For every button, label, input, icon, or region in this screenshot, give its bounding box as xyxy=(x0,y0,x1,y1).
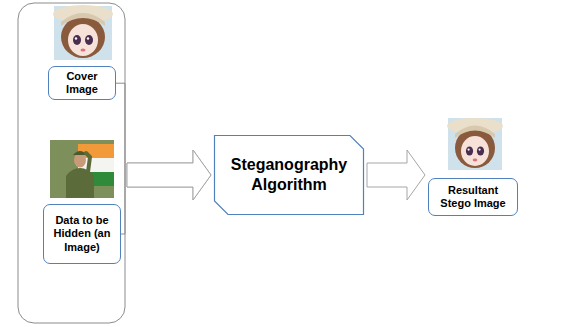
label-box: Data to be Hidden (an Image) xyxy=(43,204,121,264)
node-label: Cover Image xyxy=(53,70,111,96)
flow-arrow xyxy=(116,83,211,200)
block-arrow xyxy=(127,150,211,200)
snipped-box-outline xyxy=(214,135,364,215)
label-box: Cover Image xyxy=(48,66,116,100)
node-label: Steganography Algorithm xyxy=(222,155,356,195)
block-arrow xyxy=(127,150,211,200)
connector-stub xyxy=(121,175,125,234)
snipped-box-border xyxy=(215,136,364,215)
node-label: Resultant Stego Image xyxy=(433,184,513,210)
process-box: Steganography Algorithm xyxy=(214,135,364,215)
flow-arrow xyxy=(121,150,211,234)
stego-picture xyxy=(447,118,503,170)
group-panel xyxy=(18,3,125,323)
flow-arrow xyxy=(367,150,425,200)
soldier-picture xyxy=(50,140,114,198)
connector-stub xyxy=(116,83,125,175)
doll-picture xyxy=(53,5,113,60)
label-box: Resultant Stego Image xyxy=(428,178,518,216)
node-label: Data to be Hidden (an Image) xyxy=(48,214,116,254)
block-arrow xyxy=(367,150,425,200)
